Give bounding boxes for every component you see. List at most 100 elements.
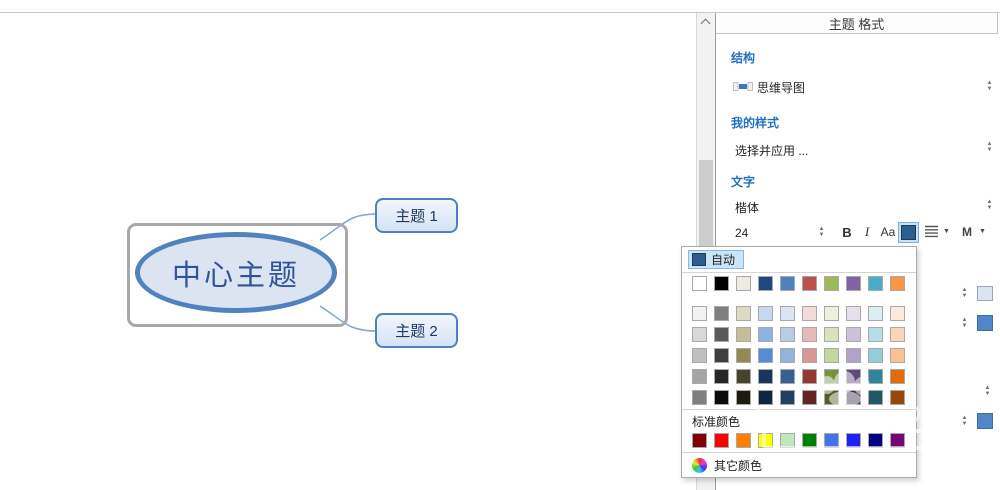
color-swatch[interactable]	[736, 348, 751, 363]
color-swatch[interactable]	[780, 390, 795, 405]
color-swatch[interactable]	[692, 369, 707, 384]
color-swatch[interactable]	[890, 369, 905, 384]
color-swatch[interactable]	[868, 390, 883, 405]
color-swatch[interactable]	[692, 306, 707, 321]
color-swatch[interactable]	[802, 369, 817, 384]
color-swatch[interactable]	[758, 433, 773, 448]
font-name-spinner[interactable]	[985, 198, 994, 212]
color-swatch[interactable]	[780, 306, 795, 321]
color-swatch[interactable]	[846, 306, 861, 321]
color-swatch[interactable]	[890, 327, 905, 342]
color-swatch[interactable]	[780, 327, 795, 342]
color-swatch[interactable]	[714, 327, 729, 342]
color-swatch[interactable]	[736, 276, 751, 291]
color-swatch[interactable]	[692, 327, 707, 342]
color-swatch[interactable]	[780, 433, 795, 448]
marker-button[interactable]: M	[962, 225, 972, 239]
central-topic-node[interactable]: 中心主题	[135, 232, 337, 313]
alignment-dropdown-icon[interactable]: ▼	[943, 228, 950, 235]
color-swatch[interactable]	[802, 306, 817, 321]
color-swatch[interactable]	[824, 369, 839, 384]
color-swatch[interactable]	[868, 369, 883, 384]
color-swatch[interactable]	[846, 348, 861, 363]
hidden-spinner-4[interactable]	[960, 414, 969, 428]
font-size-spinner[interactable]	[817, 225, 826, 239]
font-name-value[interactable]: 楷体	[735, 201, 760, 215]
color-swatch[interactable]	[868, 433, 883, 448]
structure-spinner[interactable]	[985, 79, 994, 93]
color-swatch[interactable]	[714, 433, 729, 448]
scroll-up-icon[interactable]	[697, 13, 715, 31]
my-styles-spinner[interactable]	[985, 140, 994, 154]
color-swatch[interactable]	[758, 348, 773, 363]
color-swatch[interactable]	[736, 306, 751, 321]
color-swatch[interactable]	[846, 327, 861, 342]
color-swatch[interactable]	[780, 369, 795, 384]
color-swatch[interactable]	[868, 348, 883, 363]
color-swatch[interactable]	[824, 433, 839, 448]
color-swatch[interactable]	[758, 306, 773, 321]
color-swatch[interactable]	[868, 306, 883, 321]
color-swatch[interactable]	[802, 433, 817, 448]
color-swatch[interactable]	[802, 276, 817, 291]
color-swatch[interactable]	[890, 348, 905, 363]
color-swatch[interactable]	[802, 348, 817, 363]
structure-value[interactable]: 思维导图	[757, 81, 806, 95]
color-swatch[interactable]	[824, 306, 839, 321]
color-swatch[interactable]	[692, 348, 707, 363]
color-swatch[interactable]	[868, 327, 883, 342]
color-swatch[interactable]	[714, 348, 729, 363]
marker-dropdown-icon[interactable]: ▼	[979, 228, 986, 235]
hidden-spinner-2[interactable]	[960, 316, 969, 330]
color-swatch[interactable]	[736, 390, 751, 405]
color-swatch[interactable]	[846, 390, 861, 405]
color-swatch[interactable]	[758, 390, 773, 405]
color-swatch[interactable]	[736, 433, 751, 448]
color-swatch[interactable]	[868, 276, 883, 291]
color-swatch[interactable]	[824, 327, 839, 342]
scrollbar-thumb[interactable]	[699, 160, 713, 247]
color-swatch[interactable]	[780, 276, 795, 291]
color-swatch[interactable]	[758, 369, 773, 384]
color-swatch[interactable]	[824, 276, 839, 291]
color-swatch[interactable]	[846, 276, 861, 291]
case-button[interactable]: Aa	[880, 225, 896, 239]
color-swatch[interactable]	[846, 433, 861, 448]
color-swatch[interactable]	[780, 348, 795, 363]
topic-node-1[interactable]: 主题 1	[375, 198, 458, 233]
topic-node-2[interactable]: 主题 2	[375, 313, 458, 348]
hidden-color-swatch-1[interactable]	[977, 286, 993, 301]
color-swatch[interactable]	[846, 369, 861, 384]
hidden-color-swatch-3[interactable]	[977, 413, 993, 429]
color-swatch[interactable]	[714, 369, 729, 384]
color-swatch[interactable]	[736, 369, 751, 384]
alignment-button[interactable]	[924, 225, 939, 238]
my-styles-value[interactable]: 选择并应用 ...	[735, 144, 809, 158]
color-swatch[interactable]	[714, 276, 729, 291]
font-color-button[interactable]	[898, 222, 919, 243]
color-swatch[interactable]	[758, 327, 773, 342]
color-swatch[interactable]	[736, 327, 751, 342]
more-colors-item[interactable]: 其它颜色	[692, 457, 762, 474]
color-swatch[interactable]	[758, 276, 773, 291]
color-swatch[interactable]	[824, 390, 839, 405]
color-swatch[interactable]	[890, 390, 905, 405]
color-swatch[interactable]	[692, 276, 707, 291]
color-swatch[interactable]	[692, 390, 707, 405]
color-swatch[interactable]	[802, 327, 817, 342]
hidden-spinner-1[interactable]	[960, 286, 969, 300]
color-swatch[interactable]	[890, 306, 905, 321]
italic-button[interactable]: I	[864, 224, 870, 239]
color-swatch[interactable]	[890, 276, 905, 291]
automatic-color-item[interactable]: 自动	[688, 250, 745, 269]
hidden-color-swatch-2[interactable]	[977, 315, 993, 331]
color-swatch[interactable]	[802, 390, 817, 405]
color-swatch[interactable]	[714, 390, 729, 405]
color-swatch[interactable]	[824, 348, 839, 363]
font-size-value[interactable]: 24	[735, 226, 749, 240]
color-swatch[interactable]	[890, 433, 905, 448]
hidden-spinner-3[interactable]	[983, 384, 992, 398]
color-swatch[interactable]	[714, 306, 729, 321]
bold-button[interactable]: B	[842, 224, 852, 240]
color-swatch[interactable]	[692, 433, 707, 448]
